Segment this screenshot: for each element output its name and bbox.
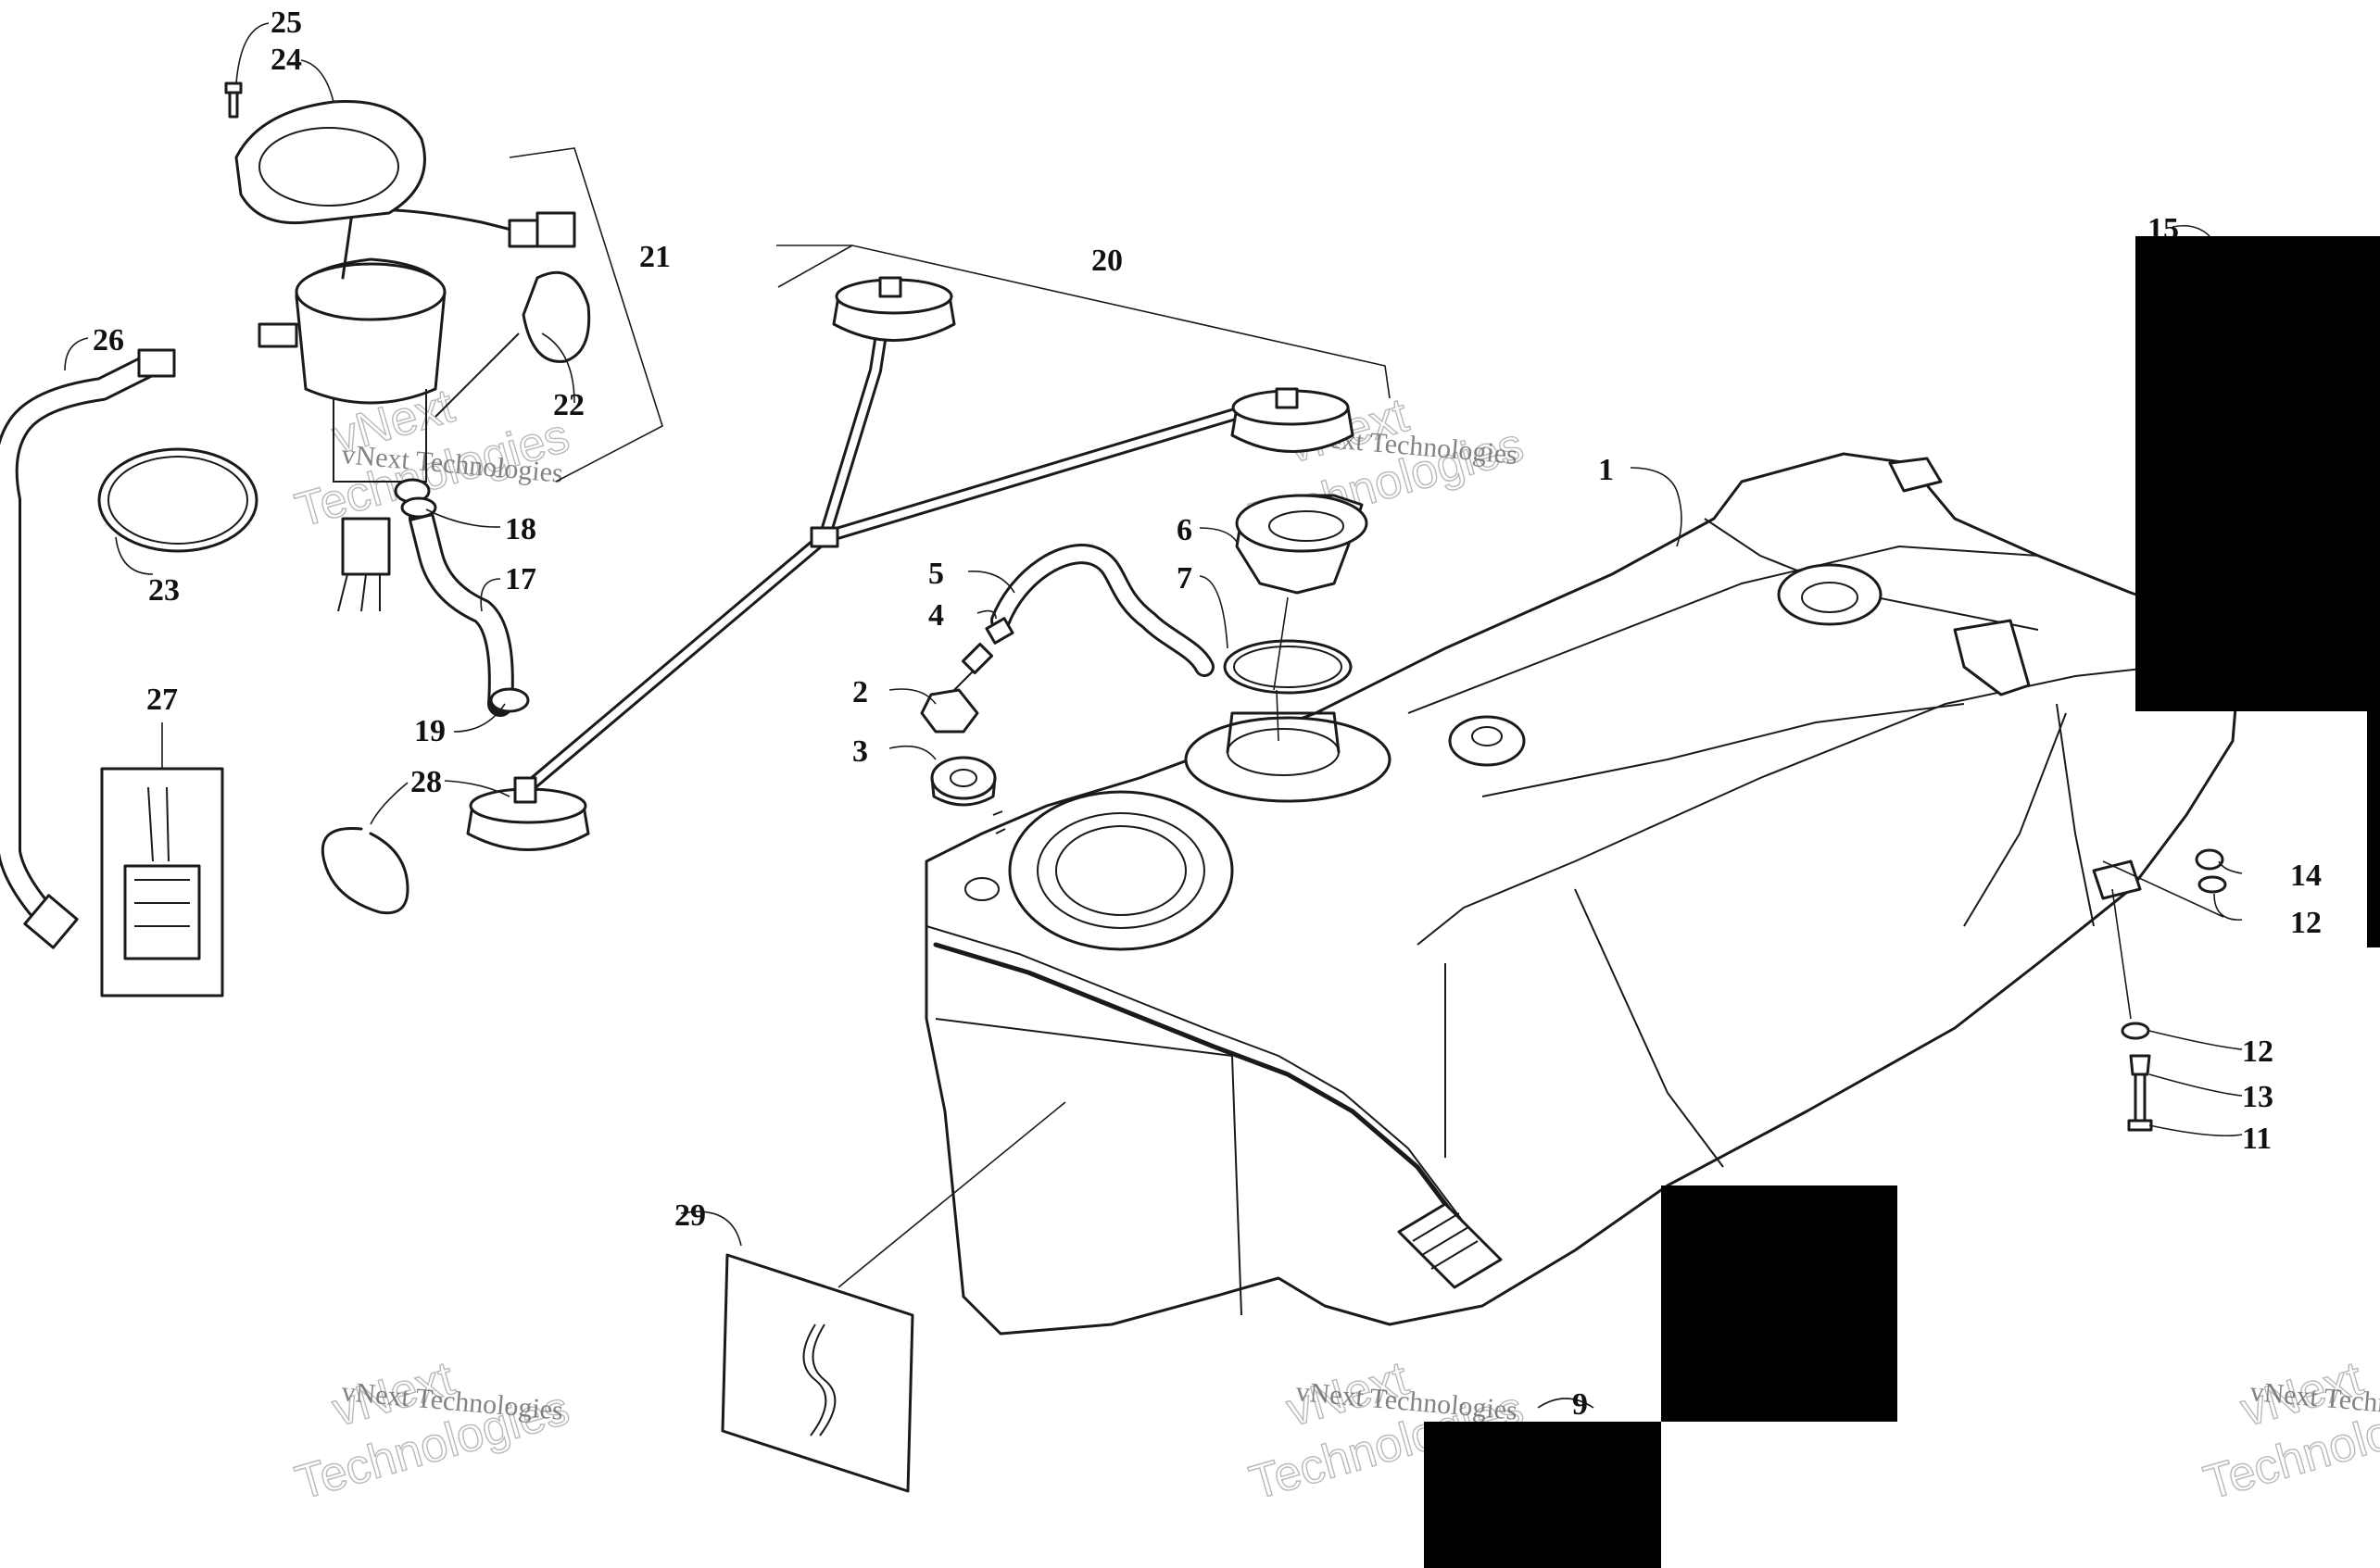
- fuel-hose-17: [409, 506, 514, 717]
- filler-cap: [1235, 494, 1368, 595]
- redaction-block-right-edge: [2367, 711, 2380, 947]
- callout-28: 28: [410, 765, 442, 799]
- callout-5: 5: [928, 557, 944, 591]
- callout-27: 27: [146, 683, 178, 717]
- valve-grommet: [930, 756, 997, 807]
- callout-7: 7: [1177, 561, 1192, 596]
- hose-clamp-18: [400, 496, 437, 519]
- wiring-connector-inset: [100, 767, 224, 997]
- callout-22: 22: [553, 388, 585, 422]
- redaction-blocks: [1424, 236, 2380, 1568]
- callout-29: 29: [674, 1198, 706, 1233]
- callout-21: 21: [639, 240, 671, 274]
- callout-13: 13: [2242, 1080, 2273, 1114]
- callout-2: 2: [852, 675, 868, 709]
- callout-1: 1: [1598, 453, 1614, 487]
- callout-17: 17: [505, 562, 536, 596]
- callout-26: 26: [93, 323, 124, 358]
- retaining-clip: [321, 826, 409, 915]
- fuel-tank: [925, 452, 2244, 1336]
- callout-labels: 1 2 3 4 5 6 7 9 11 12 12 13 14 15 17 18 …: [93, 6, 2322, 1422]
- callout-18: 18: [505, 512, 536, 546]
- warning-label: [721, 1253, 914, 1493]
- callout-19: 19: [414, 714, 446, 748]
- vent-line-assembly: [466, 276, 1354, 851]
- rollover-valve: [920, 671, 979, 734]
- vent-fitting: [961, 617, 1014, 675]
- callout-14: 14: [2290, 859, 2322, 893]
- callout-leaders: [64, 22, 2243, 1409]
- callout-20: 20: [1091, 244, 1123, 278]
- redaction-block-bottom: [1424, 1422, 1661, 1568]
- pump-o-ring: [97, 447, 258, 553]
- mounting-hardware: [2121, 848, 2227, 1132]
- fuel-line: [0, 348, 176, 949]
- callout-24: 24: [271, 43, 302, 77]
- vent-hose: [990, 544, 1215, 677]
- watermark-bottom-right: vNext Technologies: [2197, 1350, 2380, 1511]
- callout-3: 3: [852, 734, 868, 769]
- redaction-block-right: [2135, 236, 2380, 711]
- callout-4: 4: [928, 598, 944, 633]
- callout-11: 11: [2242, 1122, 2272, 1156]
- flange-screw: [224, 82, 243, 119]
- callout-6: 6: [1177, 513, 1192, 547]
- callout-12-upper: 12: [2290, 906, 2322, 940]
- pump-flange: [234, 100, 426, 225]
- callout-23: 23: [148, 573, 180, 608]
- callout-12-lower: 12: [2242, 1035, 2273, 1069]
- redaction-block-center: [1661, 1185, 1897, 1422]
- callout-9: 9: [1572, 1387, 1588, 1422]
- callout-25: 25: [271, 6, 302, 40]
- hose-clamp-19: [489, 687, 530, 713]
- filler-gasket: [1223, 639, 1353, 695]
